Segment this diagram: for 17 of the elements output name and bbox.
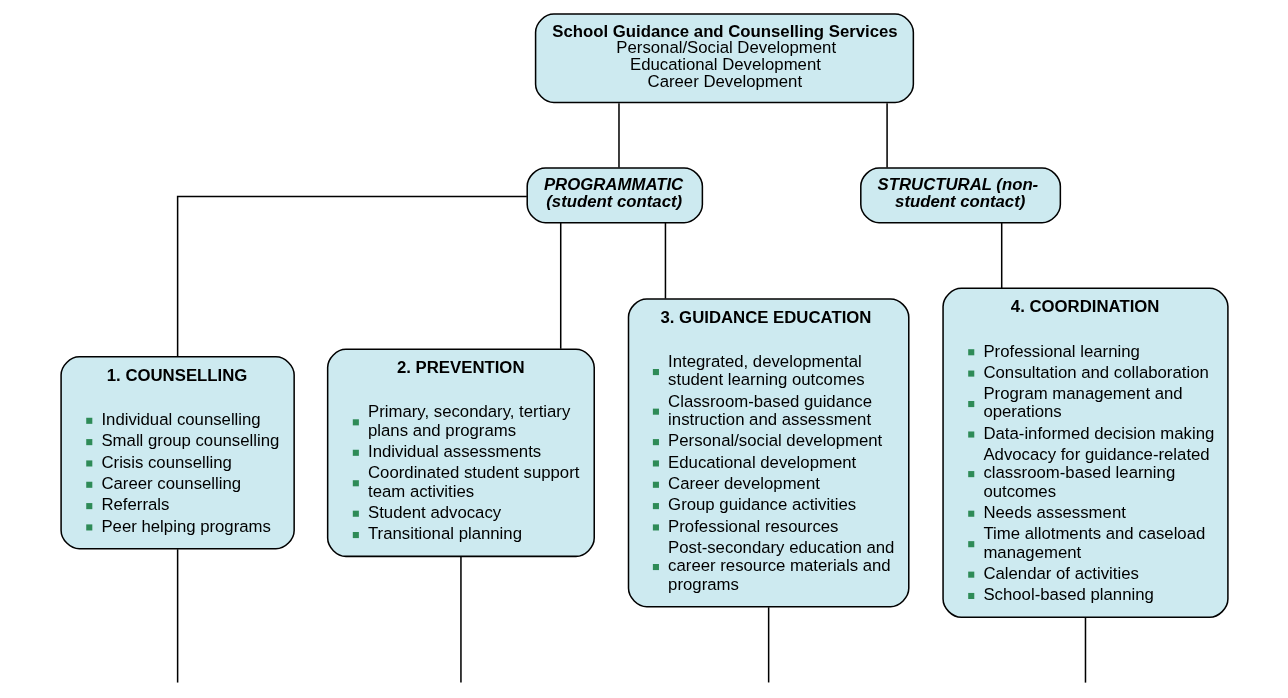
- connector: [1000, 222, 1002, 289]
- node-box: 4. COORDINATION Professional learning Consultation and collaboration Program management and operations Data-informed decision making Advocacy for guidance-related classroom-based learning outcomes Needs assessment Time allotments and caseload management Calendar of activities School-based planning: [941, 287, 1229, 619]
- connector: [1084, 617, 1086, 684]
- connector: [767, 606, 769, 684]
- connector: [664, 222, 666, 300]
- connector: [459, 555, 462, 684]
- connector: [176, 195, 528, 358]
- node-box: STRUCTURAL (non-student contact): [859, 167, 1061, 224]
- connector: [617, 102, 620, 169]
- node-box: 3. GUIDANCE EDUCATION Integrated, developmental student learning outcomes Classroom-based guidance instruction and assessment Personal/social development Educational development Career development Group guidance activities Professional resources Post-secondary education and career resource materials and programs: [627, 298, 910, 608]
- connector: [176, 548, 178, 684]
- connector: [885, 102, 888, 169]
- node-box: PROGRAMMATIC (student contact): [525, 167, 703, 224]
- node-box: 2. PREVENTION Primary, secondary, tertiary plans and programs Individual assessments Coordinated student support team activities Student advocacy Transitional planning: [326, 348, 595, 558]
- node-box: School Guidance and Counselling Services Personal/Social Development Educational Development Career Development: [534, 13, 914, 104]
- node-box: 1. COUNSELLING Individual counselling Small group counselling Crisis counselling Career counselling Referrals Peer helping programs: [59, 356, 295, 550]
- connector: [559, 222, 561, 350]
